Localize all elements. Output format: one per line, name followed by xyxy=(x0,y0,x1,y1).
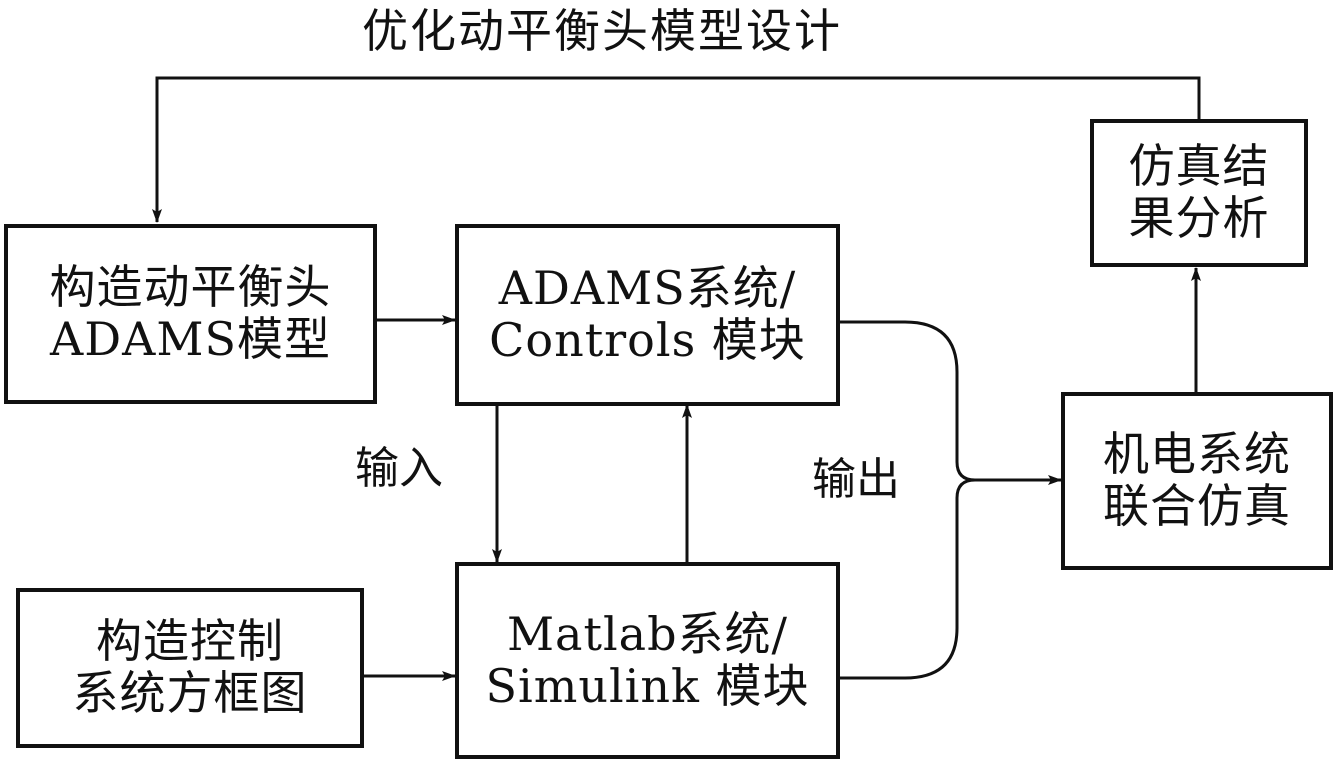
feedback-arrow xyxy=(152,76,1201,223)
result-analysis-box: 仿真结 果分析 xyxy=(1090,119,1308,267)
control-diagram-line-2: 系统方框图 xyxy=(72,666,308,720)
control-diagram-box: 构造控制 系统方框图 xyxy=(16,588,364,748)
result-analysis-line-2: 果分析 xyxy=(1128,191,1270,245)
matlab-simulink-box: Matlab系统/ Simulink 模块 xyxy=(455,562,840,759)
adams-controls-line-2: Controls 模块 xyxy=(489,313,806,367)
adams-model-line-1: 构造动平衡头 xyxy=(49,260,332,315)
co-simulation-line-2: 联合仿真 xyxy=(1103,479,1291,533)
co-simulation-box: 机电系统 联合仿真 xyxy=(1061,392,1333,570)
output-label: 输出 xyxy=(812,454,900,505)
feedback-title: 优化动平衡头模型设计 xyxy=(362,4,842,58)
result-analysis-line-1: 仿真结 xyxy=(1128,139,1270,194)
adams-model-line-2: ADAMS模型 xyxy=(50,312,331,366)
adams-controls-line-1: ADAMS系统/ xyxy=(498,261,797,316)
output-brace-lower xyxy=(838,478,976,680)
input-label: 输入 xyxy=(355,443,443,494)
adams-controls-box: ADAMS系统/ Controls 模块 xyxy=(455,224,840,406)
control-diagram-line-1: 构造控制 xyxy=(96,614,284,669)
adams-model-box: 构造动平衡头 ADAMS模型 xyxy=(4,224,377,404)
matlab-simulink-line-2: Simulink 模块 xyxy=(485,658,810,713)
matlab-simulink-line-1: Matlab系统/ xyxy=(506,606,789,661)
co-simulation-line-1: 机电系统 xyxy=(1103,427,1291,482)
output-brace-upper xyxy=(838,320,976,482)
